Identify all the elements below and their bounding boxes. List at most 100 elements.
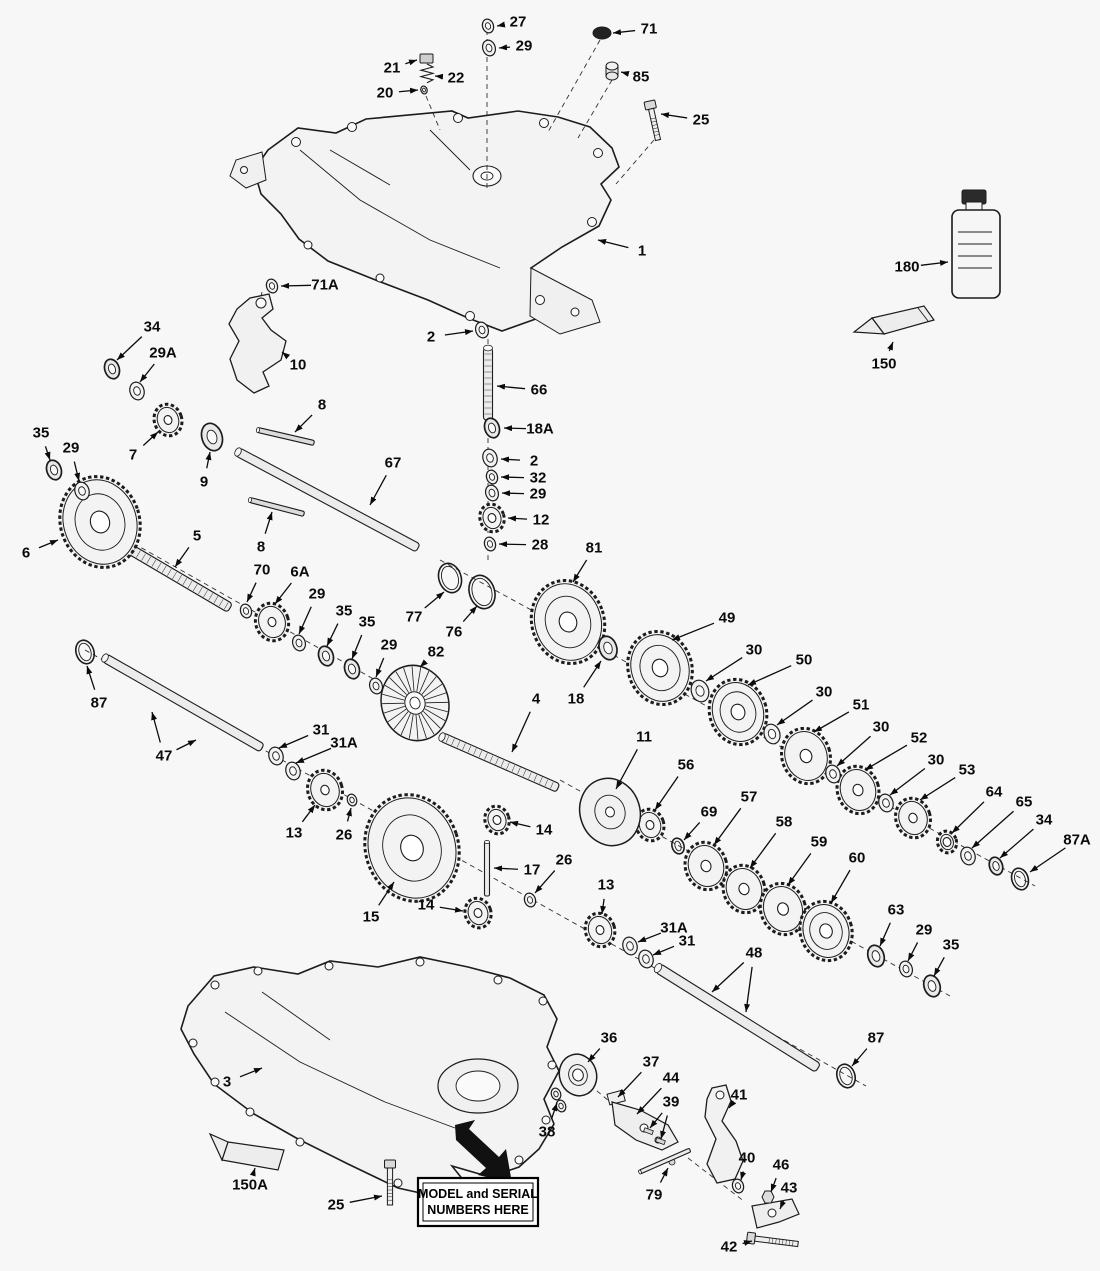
callout-leader [615,749,638,790]
part-callout-150A: 150A [232,1177,268,1194]
vent-plug [605,61,619,81]
washer [368,677,384,695]
part-callout-71: 71 [641,21,658,38]
gear [463,896,493,930]
shaft [653,963,820,1072]
callout-leader [142,431,159,446]
callout-leader [281,351,291,360]
callout-layer: 2729712122208525118015071A103429A7982661… [22,14,1091,1256]
part-callout-32: 32 [530,470,547,487]
callout-leader [176,739,197,751]
callout-leader [999,828,1034,859]
part-callout-87A: 87A [1063,832,1091,849]
bushing [866,944,886,968]
part-callout-77: 77 [406,609,423,626]
callout-leader [583,660,602,688]
retaining-ring [671,837,685,855]
callout-leader [498,541,527,548]
part-callout-42: 42 [721,1239,738,1256]
callout-leader [572,559,588,583]
callout-leader [776,699,813,726]
callout-leader [830,869,851,904]
callout-leader [274,582,292,605]
part-callout-37: 37 [643,1054,660,1071]
part-callout-31: 31 [313,722,330,739]
callout-leader [73,461,81,482]
callout-leader [298,606,312,635]
grease-tube-upper [852,305,935,335]
part-callout-31A: 31A [330,735,358,752]
part-callout-4: 4 [532,691,541,708]
part-callout-52: 52 [911,730,928,747]
washer [878,793,894,813]
part-callout-22: 22 [448,70,465,87]
callout-leader [378,881,395,906]
model-serial-box: MODEL and SERIAL NUMBERS HERE [416,1176,540,1228]
part-callout-21: 21 [384,60,401,77]
shaft [255,427,315,446]
callout-leader [951,801,985,834]
part-callout-30: 30 [816,684,833,701]
callout-leader [349,1194,383,1203]
bolt [643,99,662,142]
callout-leader [500,474,525,481]
part-callout-29A: 29A [149,345,177,362]
part-callout-81: 81 [586,540,603,557]
callout-leader [713,807,742,846]
retaining-ring [1010,867,1030,891]
part-callout-6A: 6A [290,564,309,581]
callout-leader [660,1115,668,1140]
model-pointer-arrow [455,1120,512,1183]
gear [363,793,461,903]
part-callout-65: 65 [1016,794,1033,811]
callout-leader [851,1048,868,1067]
part-callout-76: 76 [446,624,463,641]
part-callout-25: 25 [328,1197,345,1214]
bushing [343,658,361,680]
part-callout-60: 60 [849,850,866,867]
callout-leader [174,547,190,568]
washer [898,960,914,978]
callout-leader [375,657,385,678]
part-callout-82: 82 [428,644,445,661]
part-callout-11: 11 [636,729,652,746]
callout-leader [405,59,418,66]
gear [58,475,142,569]
callout-leader [278,734,309,749]
part-callout-29: 29 [516,38,533,55]
part-callout-35: 35 [336,603,353,620]
callout-leader [239,1067,263,1078]
part-callout-67: 67 [385,455,402,472]
screw-spring-assembly [418,53,436,84]
part-callout-8: 8 [257,539,265,556]
part-callout-34: 34 [144,319,161,336]
bushing [45,459,63,481]
part-callout-35: 35 [33,425,50,442]
part-callout-13: 13 [286,825,303,842]
oil-bottle [951,189,1001,299]
callout-leader [740,1171,746,1181]
part-callout-5: 5 [193,528,201,545]
gear [152,402,184,438]
callout-leader [294,414,313,433]
callout-leader [671,622,715,641]
part-callout-18A: 18A [526,421,554,438]
washer [482,448,498,468]
gear [306,768,344,812]
washer [638,949,654,969]
callout-leader [434,73,444,80]
gear [798,899,854,963]
disc [558,1053,598,1097]
callout-leader [205,451,212,469]
callout-leader [496,21,506,28]
cooling-fan [380,664,450,742]
retaining-ring [468,574,496,610]
axis-line [425,95,441,131]
callout-leader [295,747,332,764]
callout-leader [419,659,428,668]
callout-leader [444,329,474,336]
part-callout-17: 17 [524,862,541,879]
shaft [234,447,420,552]
